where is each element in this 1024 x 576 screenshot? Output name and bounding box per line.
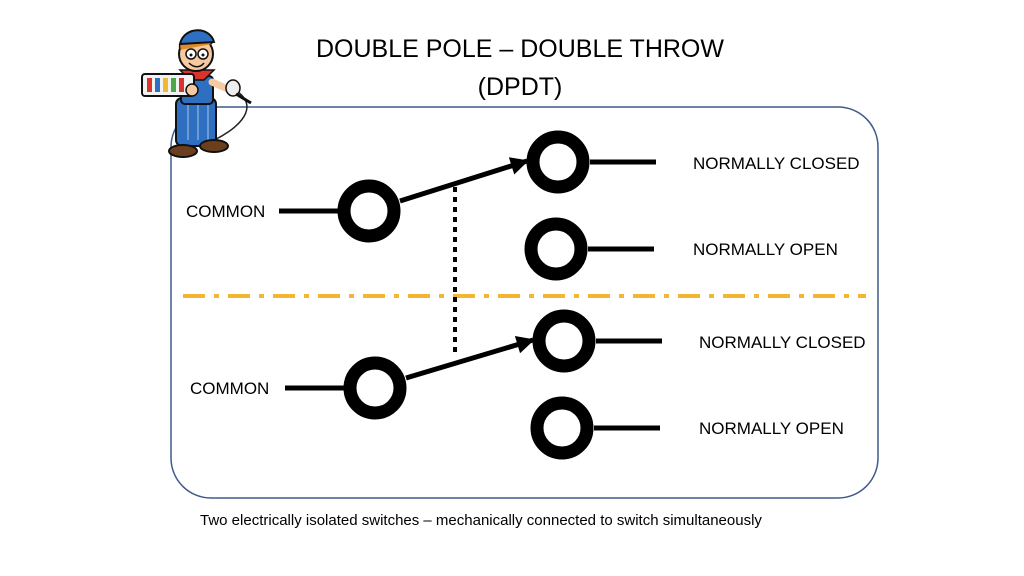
lower-common-terminal (343, 356, 407, 420)
page-title: DOUBLE POLE – DOUBLE THROW (316, 35, 724, 63)
upper-no-terminal (524, 217, 588, 281)
lower-no-label: NORMALLY OPEN (699, 419, 844, 438)
upper-common-terminal (337, 179, 401, 243)
lower-nc-terminal (532, 309, 596, 373)
upper-no-label: NORMALLY OPEN (693, 240, 838, 259)
page-subtitle: (DPDT) (477, 73, 563, 101)
upper-nc-terminal (526, 130, 590, 194)
upper-pole (279, 130, 656, 281)
diagram-frame (170, 106, 879, 499)
upper-nc-label: NORMALLY CLOSED (693, 154, 860, 173)
lower-pole (285, 309, 662, 460)
electrician-mascot-icon (141, 29, 252, 158)
lower-nc-label: NORMALLY CLOSED (699, 333, 866, 352)
diagram-caption: Two electrically isolated switches – mec… (200, 512, 762, 529)
upper-switch-arm (399, 157, 529, 204)
lower-no-terminal (530, 396, 594, 460)
lower-switch-arm (405, 336, 535, 381)
upper-common-label: COMMON (186, 202, 266, 221)
lower-common-label: COMMON (190, 379, 270, 398)
